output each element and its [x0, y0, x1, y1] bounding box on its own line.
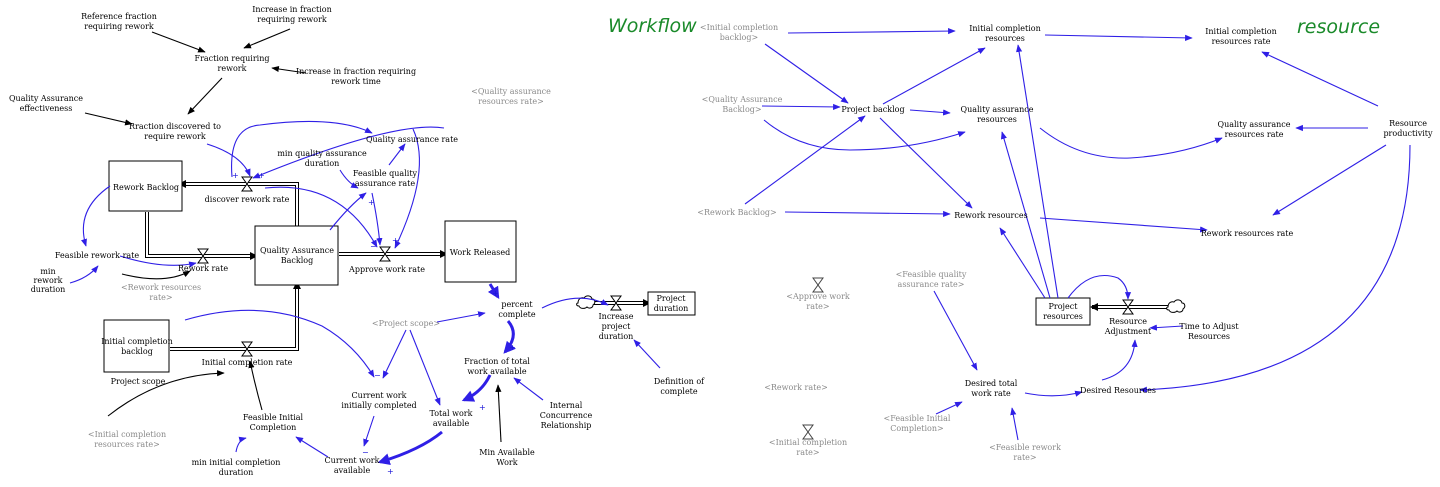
initial-completion-rate-shadow-valve-icon [802, 424, 814, 440]
increase-duration-valve-icon [610, 295, 622, 311]
desired-resources-label: Desired Resources [1080, 386, 1156, 395]
approve-work-rate-label: Approve work rate [348, 265, 425, 274]
project-scope-label: Project scope [111, 377, 166, 386]
resource-adjustment-valve-icon [1122, 299, 1134, 315]
workflow-title: Workflow [608, 15, 697, 37]
source-cloud-icon [1166, 299, 1186, 313]
project-duration-stock[interactable] [647, 291, 696, 316]
work-released-stock[interactable] [444, 220, 517, 283]
rework-rate-valve-icon [197, 248, 209, 264]
approve-work-valve-icon [379, 246, 391, 262]
resource-title: resource [1297, 16, 1380, 38]
project-scope-shadow-label: <Project scope> [372, 319, 440, 328]
svg-text:+: + [479, 403, 486, 412]
feasible-rework-rate-label: Feasible rework rate [55, 251, 139, 260]
svg-text:−: − [374, 371, 381, 380]
qa-backlog-stock[interactable] [254, 225, 339, 286]
initial-completion-backlog-stock[interactable] [103, 319, 170, 373]
rework-backlog-shadow-label: <Rework Backlog> [697, 208, 777, 217]
svg-text:+: + [368, 198, 375, 207]
svg-text:+: + [258, 171, 265, 180]
workflow-black-links [84, 28, 502, 443]
svg-text:−: − [362, 448, 369, 457]
rework-rate-label: Rework rate [178, 264, 228, 273]
initial-completion-valve-icon [241, 341, 253, 357]
initial-completion-rate-label: Initial completion rate [202, 358, 293, 367]
project-backlog-label: Project backlog [841, 105, 904, 114]
approve-work-rate-shadow-valve-icon [812, 277, 824, 293]
resource-blue-links [744, 28, 1411, 441]
rework-backlog-label: Rework Backlog [113, 183, 179, 192]
svg-text:−: − [370, 242, 377, 251]
project-resources-stock[interactable] [1035, 297, 1091, 326]
svg-text:+: + [392, 236, 399, 245]
valves [197, 176, 1134, 440]
workflow-blue-links [69, 120, 661, 465]
qa-rate-label: Quality assurance rate [366, 135, 458, 144]
discover-rework-valve-icon [241, 176, 253, 192]
material-flow-pipes [145, 180, 1168, 351]
svg-text:+: + [509, 343, 516, 352]
rework-resources-rate-label: Rework resources rate [1201, 229, 1294, 238]
rework-backlog-stock[interactable] [108, 160, 183, 212]
work-released-label: Work Released [450, 248, 511, 257]
polarity-signs: + + + + − − + + + + − [232, 171, 516, 476]
svg-text:+: + [492, 289, 499, 298]
rework-resources-label: Rework resources [954, 211, 1027, 220]
svg-text:+: + [232, 171, 239, 180]
svg-text:+: + [387, 467, 394, 476]
rework-rate-shadow-label: <Rework rate> [764, 383, 828, 392]
discover-rework-rate-label: discover rework rate [205, 195, 290, 204]
